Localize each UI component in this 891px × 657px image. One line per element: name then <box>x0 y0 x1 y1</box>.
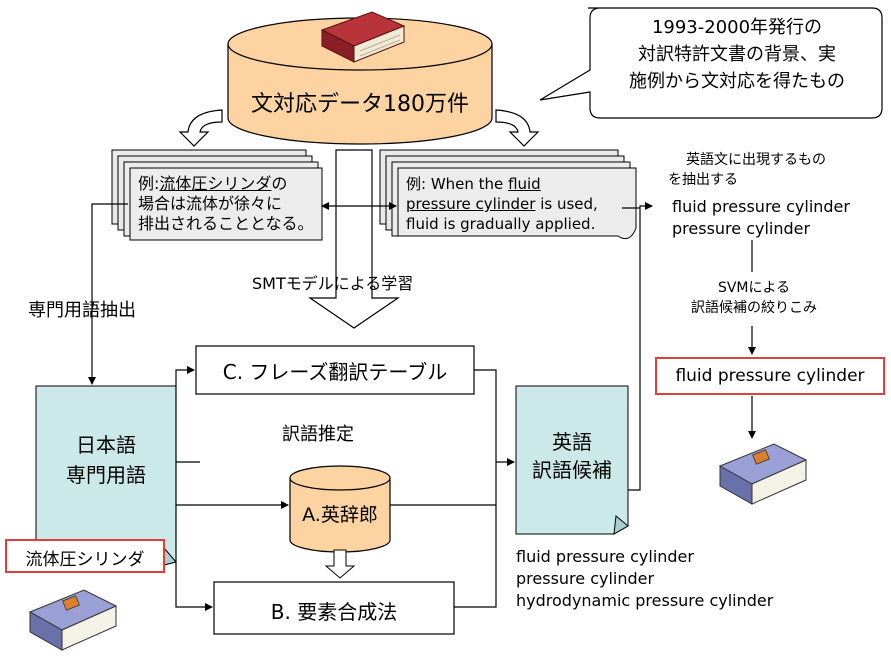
ja-example-line-1: 例:流体圧シリンダの <box>138 174 314 194</box>
result-label: fluid pressure cylinder <box>675 366 865 386</box>
red-book-icon <box>320 11 406 63</box>
result-highlight-box <box>655 357 885 395</box>
ja-terms-title: 日本語 専門用語 <box>36 430 176 490</box>
english-candidates-document <box>515 385 629 535</box>
en-example-line-1: 例: When the fluid <box>406 174 598 194</box>
en-candidates-list: fluid pressure cylinder pressure cylinde… <box>516 546 773 612</box>
estimation-label: 訳語推定 <box>282 424 354 445</box>
svm-description: SVMによる 訳語候補の絞りこみ <box>676 278 832 318</box>
ja-example-line-3: 排出されることとなる。 <box>138 214 314 233</box>
ja-example-line-2: 場合は流体が徐々に <box>138 194 283 213</box>
phrase-table-label: C. フレーズ翻訳テーブル <box>222 360 448 384</box>
ja-terms-line-2: 専門用語 <box>66 463 146 487</box>
en-candidates-line-1: 英語 <box>552 430 592 454</box>
compositional-box <box>213 581 455 635</box>
extracted-phrase: pressure cylinder <box>672 219 811 238</box>
small-down-arrow <box>324 549 356 579</box>
smt-down-arrow <box>308 149 400 329</box>
callout-text: 1993-2000年発行の 対訳特許文書の背景、実 施例から文対応を得たもの <box>596 14 878 95</box>
term-extraction-label: 専門用語抽出 <box>28 300 136 321</box>
extract-line-1: 英語文に出現するもの <box>686 152 826 168</box>
en-example-term-2: pressure cylinder <box>406 195 536 213</box>
svm-line-2: 訳語候補の絞りこみ <box>691 300 817 316</box>
en-example-suffix: is used, <box>535 195 598 213</box>
japanese-example-text: 例:流体圧シリンダの 場合は流体が徐々に 排出されることとなる。 <box>138 174 314 234</box>
extraction-link-arrow <box>628 202 653 491</box>
phrase-table-box <box>195 345 475 395</box>
en-example-term-1: fluid <box>508 175 541 193</box>
book-icon-left <box>28 589 118 651</box>
book-icon-right <box>718 443 808 505</box>
compositional-label: B. 要素合成法 <box>270 600 398 624</box>
english-example-stack <box>379 149 637 240</box>
callout-line-3: 施例から文対応を得たもの <box>629 71 845 92</box>
ja-terms-line-1: 日本語 <box>76 433 136 457</box>
ja-example-term: 流体圧シリンダ <box>159 174 272 193</box>
ja-term-example: 流体圧シリンダ <box>25 550 145 570</box>
en-example-line-3: fluid is gradually applied. <box>406 215 596 233</box>
curved-arrow-left <box>178 109 223 147</box>
corpus-label: 文対応データ180万件 <box>251 92 469 117</box>
method-connectors <box>175 366 515 611</box>
smt-label: SMTモデルによる学習 <box>252 274 414 293</box>
curved-arrow-right <box>495 109 540 147</box>
callout-line-2: 対訳特許文書の背景、実 <box>638 44 836 65</box>
ja-example-prefix: 例: <box>138 174 160 193</box>
extracted-phrases: fluid pressure cylinder pressure cylinde… <box>672 196 850 240</box>
dictionary-label: A.英辞郎 <box>302 504 378 526</box>
extract-description: 英語文に出現するもの を抽出する <box>668 150 826 190</box>
en-candidate-item: pressure cylinder <box>516 569 655 588</box>
extraction-arrow <box>88 203 128 385</box>
dictionary-cylinder <box>289 465 391 553</box>
callout-bubble <box>539 7 883 119</box>
svm-line-1: SVMによる <box>717 280 791 296</box>
english-example-text: 例: When the fluid pressure cylinder is u… <box>406 174 598 234</box>
ja-example-suffix: の <box>271 174 288 193</box>
en-candidates-line-2: 訳語候補 <box>532 458 612 482</box>
extracted-phrase: fluid pressure cylinder <box>672 197 850 216</box>
en-example-prefix: 例: When the <box>406 175 509 193</box>
japanese-example-stack <box>111 149 323 241</box>
ja-term-highlight-box <box>5 539 165 573</box>
en-candidate-item: hydrodynamic pressure cylinder <box>516 591 774 610</box>
en-candidate-item: fluid pressure cylinder <box>516 547 694 566</box>
en-example-line-2: pressure cylinder is used, <box>406 194 598 214</box>
en-candidates-title: 英語 訳語候補 <box>516 428 628 484</box>
callout-line-1: 1993-2000年発行の <box>651 17 823 38</box>
extract-line-2: を抽出する <box>668 172 738 188</box>
